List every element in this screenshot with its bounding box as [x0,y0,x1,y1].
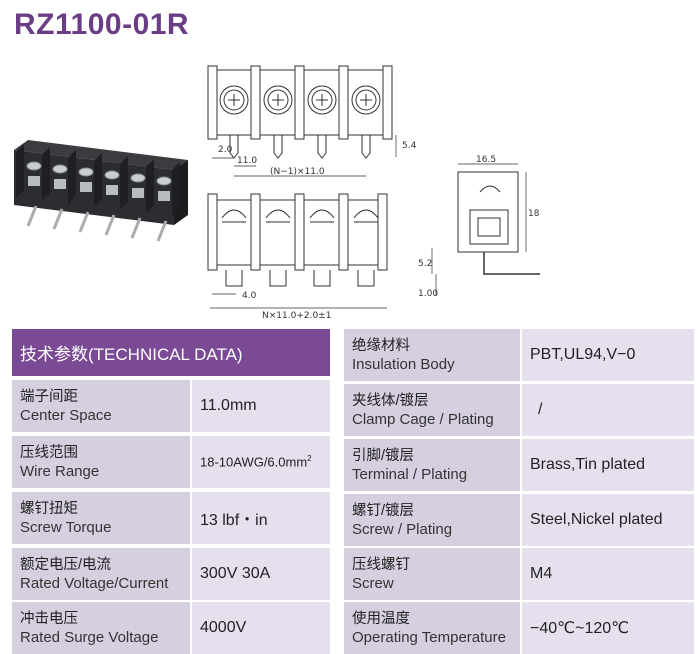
value-text: 18-10AWG/6.0mm2 [200,454,322,469]
label-zh: 端子间距 [20,388,78,405]
label-zh: 夹线体/镀层 [352,392,429,409]
dim-pin-length: 5.4 [402,141,417,151]
value-clamp-cage: / [522,384,694,436]
value-text: PBT,UL94,V−0 [530,346,636,363]
label-zh: 使用温度 [352,610,410,627]
dim-offset: 4.0 [242,291,257,301]
label-zh: 绝缘材料 [352,337,410,354]
label-en: Operating Temperature [352,628,506,646]
dim-center: 11.0 [237,156,257,166]
label-surge-voltage: 冲击电压 Rated Surge Voltage [12,602,190,654]
table-header: 技术参数(TECHNICAL DATA) [12,329,330,376]
value-text: / [538,401,543,418]
dim-pin: 5.2 [418,259,432,269]
label-en: Screw [352,574,394,592]
label-screw: 压线螺钉 Screw [344,548,520,600]
label-en: Screw / Plating [352,520,453,538]
value-screw: M4 [522,548,694,600]
value-text: 300V 30A [200,565,271,582]
label-terminal-plating: 引脚/镀层 Terminal / Plating [344,439,520,491]
label-zh: 螺钉/镀层 [352,502,415,519]
top-view-drawing: 2.0 11.0 (N−1)×11.0 5.4 [207,65,417,177]
product-photo [14,140,188,242]
value-text: 11.0mm [200,397,257,414]
label-en: Rated Voltage/Current [20,574,169,592]
dim-total: N×11.0+2.0±1 [262,311,331,320]
value-main: 18-10AWG/6.0mm [200,454,308,470]
value-wire-range: 18-10AWG/6.0mm2 [192,436,330,488]
label-zh: 冲击电压 [20,610,78,627]
label-en: Screw Torque [20,518,112,536]
label-en: Center Space [20,406,112,424]
dim-pitch: 2.0 [218,145,233,155]
page-title: RZ1100-01R [14,8,190,41]
label-clamp-cage: 夹线体/镀层 Clamp Cage / Plating [344,384,520,436]
dim-height: 18.2 [528,209,540,219]
value-terminal-plating: Brass,Tin plated [522,439,694,491]
value-center-space: 11.0mm [192,380,330,432]
value-text: Steel,Nickel plated [530,511,663,528]
value-rated-voltage: 300V 30A [192,548,330,600]
value-text: −40℃~120℃ [530,620,630,637]
dim-pin-dia: 1.00 [418,289,438,299]
value-text: Brass,Tin plated [530,456,646,473]
dim-width: 16.5 [476,155,496,165]
value-surge-voltage: 4000V [192,602,330,654]
side-view-drawing: 16.5 18.2 5.2 1.00 [418,155,540,299]
value-superscript: 2 [307,454,312,464]
front-view-drawing: 4.0 N×11.0+2.0±1 [207,193,388,320]
value-screw-plating: Steel,Nickel plated [522,494,694,546]
label-en: Wire Range [20,462,100,480]
label-insulation-body: 绝缘材料 Insulation Body [344,329,520,381]
value-text: 4000V [200,619,247,636]
label-wire-range: 压线范围 Wire Range [12,436,190,488]
dim-span: (N−1)×11.0 [270,167,325,177]
label-en: Rated Surge Voltage [20,628,159,646]
label-zh: 额定电压/电流 [20,556,112,573]
label-en: Terminal / Plating [352,465,468,483]
value-screw-torque: 13 lbf・in [192,492,330,544]
label-center-space: 端子间距 Center Space [12,380,190,432]
label-rated-voltage: 额定电压/电流 Rated Voltage/Current [12,548,190,600]
value-text: 13 lbf・in [200,512,268,529]
label-zh: 压线范围 [20,444,78,461]
label-en: Insulation Body [352,355,455,373]
label-zh: 螺钉扭矩 [20,500,78,517]
label-screw-plating: 螺钉/镀层 Screw / Plating [344,494,520,546]
label-en: Clamp Cage / Plating [352,410,494,428]
label-zh: 压线螺钉 [352,556,410,573]
label-zh: 引脚/镀层 [352,447,415,464]
label-operating-temperature: 使用温度 Operating Temperature [344,602,520,654]
value-operating-temperature: −40℃~120℃ [522,602,694,654]
value-text: M4 [530,565,553,582]
label-screw-torque: 螺钉扭矩 Screw Torque [12,492,190,544]
value-insulation-body: PBT,UL94,V−0 [522,329,694,381]
table-header-text: 技术参数(TECHNICAL DATA) [20,345,243,364]
